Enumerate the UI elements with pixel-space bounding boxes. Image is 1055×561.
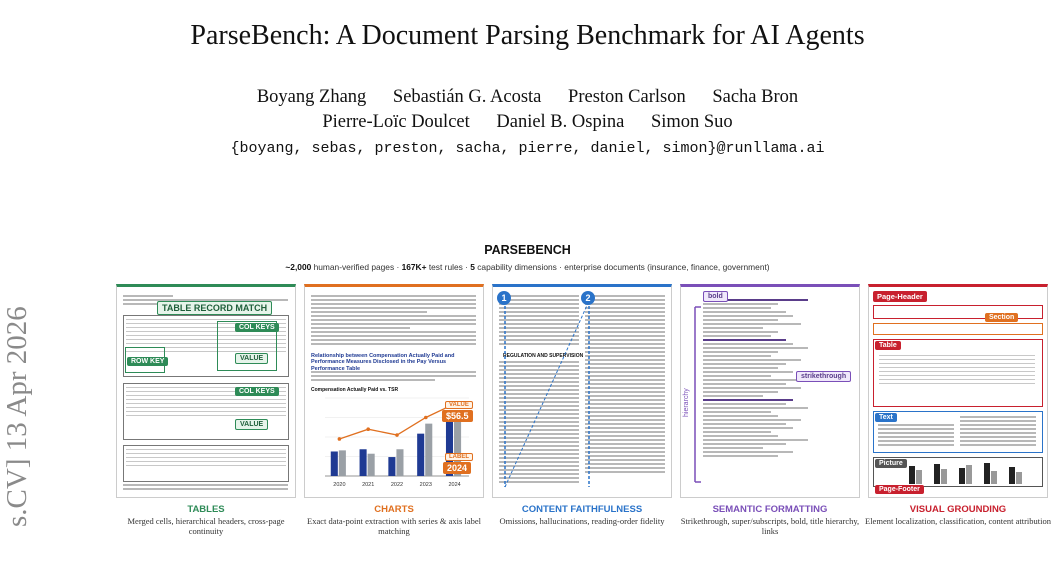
stat-pages: ~2,000 [285, 262, 312, 272]
bar [454, 413, 462, 476]
picture-bars [909, 463, 1022, 484]
value-badge: VALUE [235, 353, 269, 364]
stat-dimensions-label: capability dimensions · enterprise docum… [474, 262, 770, 272]
author-name: Simon Suo [650, 112, 733, 132]
picture-region [873, 457, 1043, 487]
reading-order-marker-1: 1 [497, 291, 511, 305]
panel-content-faithfulness-title: CONTENT FAITHFULNESS [521, 504, 643, 515]
paper-title: ParseBench: A Document Parsing Benchmark… [190, 20, 865, 51]
x-tick-label: 2021 [362, 482, 374, 488]
strikethrough-badge: strikethrough [796, 371, 852, 382]
col-keys-highlight [217, 321, 277, 371]
page-header-region [873, 305, 1043, 319]
author-list-line-2: Pierre-Loïc Doulcet Daniel B. Ospina Sim… [0, 112, 1055, 133]
value-callout: $56.5 [442, 410, 473, 422]
panel-tables-desc: Merged cells, hierarchical headers, cros… [127, 516, 285, 536]
panel-charts: Relationship between Compensation Actual… [304, 284, 484, 498]
x-tick-label: 2024 [448, 482, 460, 488]
author-name: Pierre-Loïc Doulcet [322, 112, 470, 132]
panel-tables: TABLE RECORD MATCH COL KEYS VALUE ROW KE… [116, 284, 296, 498]
bold-badge: bold [703, 291, 728, 302]
stat-dimensions: 5 [470, 262, 475, 272]
author-name: Sebastián G. Acosta [392, 87, 542, 107]
stat-rules-label: test rules · [426, 262, 471, 272]
text-lines [311, 295, 476, 347]
line-point [366, 427, 370, 431]
author-name: Boyang Zhang [256, 87, 367, 107]
bar [425, 423, 433, 476]
author-name: Sacha Bron [712, 87, 799, 107]
picture-badge: Picture [875, 459, 907, 468]
page-header-badge: Page-Header [873, 291, 927, 302]
reading-order-marker-2: 2 [581, 291, 595, 305]
table-snippet [123, 445, 289, 482]
bar [367, 453, 375, 476]
x-tick-label: 2020 [333, 482, 345, 488]
author-list-line-1: Boyang Zhang Sebastián G. Acosta Preston… [0, 87, 1055, 108]
panel-semantic-formatting: hierarchy bold strikethrough [680, 284, 860, 498]
author-name: Preston Carlson [568, 87, 686, 107]
stat-pages-label: human-verified pages · [311, 262, 402, 272]
panel-visual-grounding: Page-Header Section Table Text Picture P… [868, 284, 1048, 498]
table-snippet [123, 383, 289, 440]
col-keys-badge: COL KEYS [235, 387, 279, 396]
text-badge: Text [875, 413, 897, 422]
panel-visual-grounding-title: VISUAL GROUNDING [909, 504, 1007, 515]
section-badge: Section [985, 313, 1019, 322]
text-lines [123, 484, 288, 492]
bar [330, 451, 338, 476]
bar [396, 449, 404, 476]
page-footer-badge: Page-Footer [875, 485, 924, 494]
table-badge: Table [875, 341, 901, 350]
table-region [873, 339, 1043, 407]
figure-title: PARSEBENCH [484, 243, 571, 257]
column-text-right [585, 295, 665, 475]
panel-semantic-formatting-desc: Strikethrough, super/subscripts, bold, t… [680, 516, 860, 536]
stat-rules: 167K+ [401, 262, 427, 272]
bar [388, 457, 396, 476]
line-point [395, 433, 399, 437]
text-region [873, 411, 1043, 453]
figure-subtitle: ~2,000 human-verified pages · 167K+ test… [0, 262, 1055, 272]
reading-order-arrows [504, 300, 590, 488]
label-badge: LABEL [445, 453, 473, 461]
value-badge: VALUE [235, 419, 269, 430]
panel-visual-grounding-desc: Element localization, classification, co… [865, 516, 1051, 526]
panel-content-faithfulness: REGULATION AND SUPERVISION 1 2 [492, 284, 672, 498]
hierarchy-label: hierarchy [683, 388, 690, 417]
bar [417, 433, 425, 476]
column-text-left [499, 361, 579, 485]
col-keys-badge: COL KEYS [235, 323, 279, 332]
formatted-list [703, 299, 853, 459]
x-tick-label: 2023 [420, 482, 432, 488]
arxiv-margin-stamp: s.CV] 13 Apr 2026 [1, 306, 33, 527]
bar [445, 420, 454, 476]
line-point [337, 437, 342, 441]
hierarchy-bracket [694, 306, 701, 483]
author-name: Daniel B. Ospina [496, 112, 625, 132]
line-point [424, 415, 428, 420]
panel-content-faithfulness-desc: Omissions, hallucinations, reading-order… [499, 516, 665, 526]
column-text-left [499, 295, 579, 347]
text-lines [311, 371, 476, 383]
panel-tables-title: TABLES [187, 504, 225, 515]
bar [359, 449, 367, 476]
bar-line-chart: 2020 2021 2022 2023 2024 [325, 397, 469, 488]
section-heading: REGULATION AND SUPERVISION [503, 353, 584, 359]
table-record-match-badge: TABLE RECORD MATCH [157, 301, 273, 315]
author-emails[interactable]: {boyang, sebas, preston, sacha, pierre, … [230, 140, 825, 157]
value-badge: VALUE [445, 401, 473, 409]
chart-section-heading: Relationship between Compensation Actual… [311, 353, 455, 372]
bar [338, 450, 346, 476]
label-callout: 2024 [443, 462, 472, 474]
panel-semantic-formatting-title: SEMANTIC FORMATTING [712, 504, 828, 515]
x-tick-label: 2022 [391, 482, 403, 488]
row-key-badge: ROW KEY [127, 357, 169, 366]
hierarchy-label-wrap: hierarchy [683, 377, 693, 417]
panel-charts-desc: Exact data-point extraction with series … [307, 516, 481, 536]
panel-charts-title: CHARTS [374, 504, 414, 515]
chart-title: Compensation Actually Paid vs. TSR [311, 387, 399, 393]
section-region [873, 323, 1043, 335]
